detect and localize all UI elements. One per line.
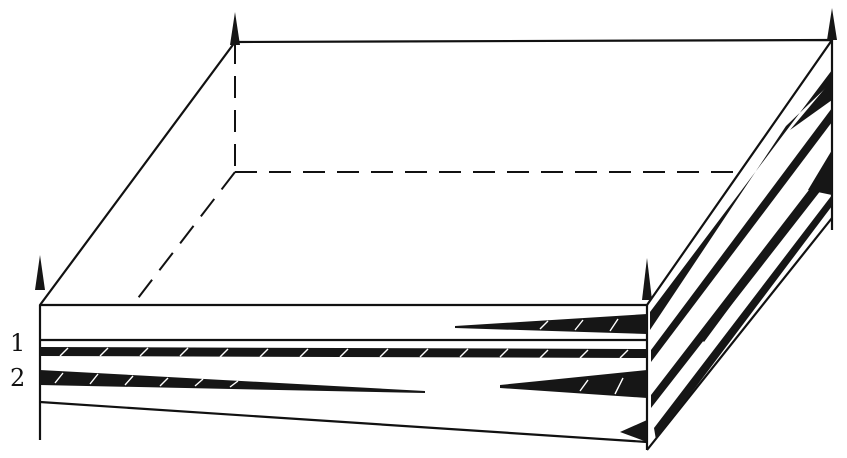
lens-upper-hatch [539,318,619,332]
lens-bottom-front [620,420,647,442]
bed-2-hatch [54,372,239,388]
side-hatch [669,175,801,391]
side-bed-1 [651,108,832,362]
corner-arrow-back-left [230,12,240,45]
lens-lower-hatch [579,377,624,395]
side-bed-2 [651,160,832,408]
layer-label-1: 1 [10,329,25,357]
corner-arrow-back-right [827,8,837,40]
side-lens-upper [650,70,832,330]
side-bed-3 [654,195,832,440]
bed-1-front [40,347,647,358]
side-lens-top [790,80,832,130]
layer-label-2: 2 [10,364,25,392]
corner-arrow-front-right [642,258,652,300]
side-lens-center [700,280,748,342]
lens-lower-front [500,370,647,398]
side-bottom-edge [646,217,833,451]
bed-1-hatch [59,347,629,359]
bed-2-front [40,370,425,393]
corner-arrow-front-left [35,255,45,290]
front-bottom-edge [39,400,648,444]
side-lens-small [808,150,832,195]
hidden-edge-left [134,171,236,303]
lens-upper-front [455,314,647,334]
